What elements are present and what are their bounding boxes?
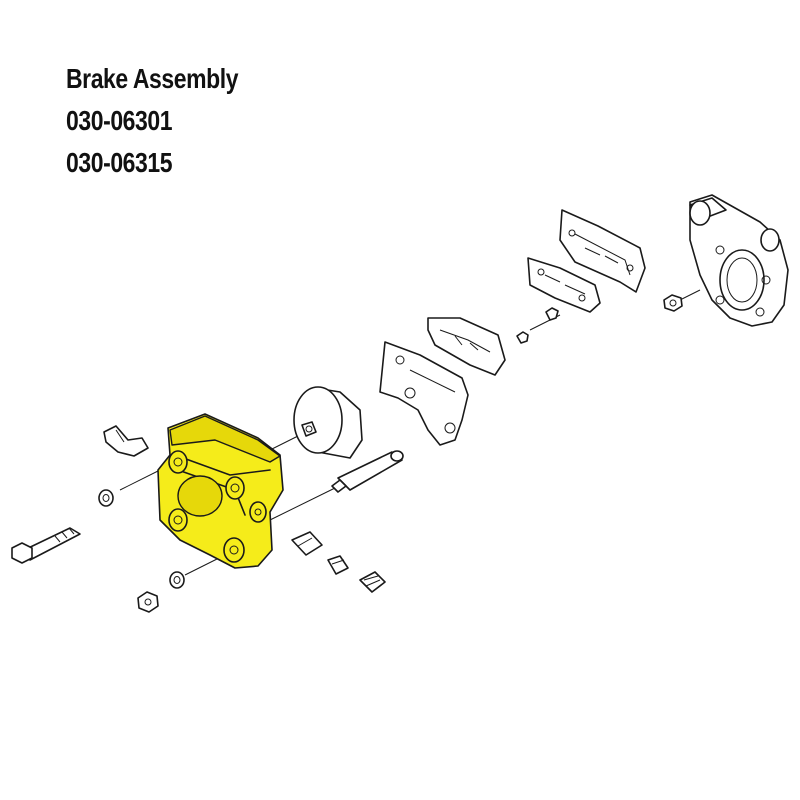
bracket-nut [663,294,683,312]
caliper-nut [137,591,159,613]
washer-upper [98,489,114,507]
torque-plate [379,341,469,446]
elbow-fitting [103,425,149,457]
bleeder-screw [327,555,349,575]
outer-brake-pad [559,209,646,293]
bleeder-fitting [291,531,323,556]
diagram-title: Brake Assembly [66,63,239,94]
mounting-bracket [689,194,789,327]
caliper-bolt [11,527,81,564]
guide-pin [331,450,404,493]
pad-rivets [516,307,559,344]
piston [293,386,363,459]
pressure-plate [427,317,506,376]
inner-brake-pad [527,257,601,313]
washer-lower [169,571,185,589]
part-number-1: 030-06301 [66,105,173,136]
title-block: Brake Assembly 030-06301 030-06315 [66,58,276,184]
bleeder-cap [359,571,386,593]
caliper-body[interactable] [157,413,284,569]
part-number-2: 030-06315 [66,147,173,178]
